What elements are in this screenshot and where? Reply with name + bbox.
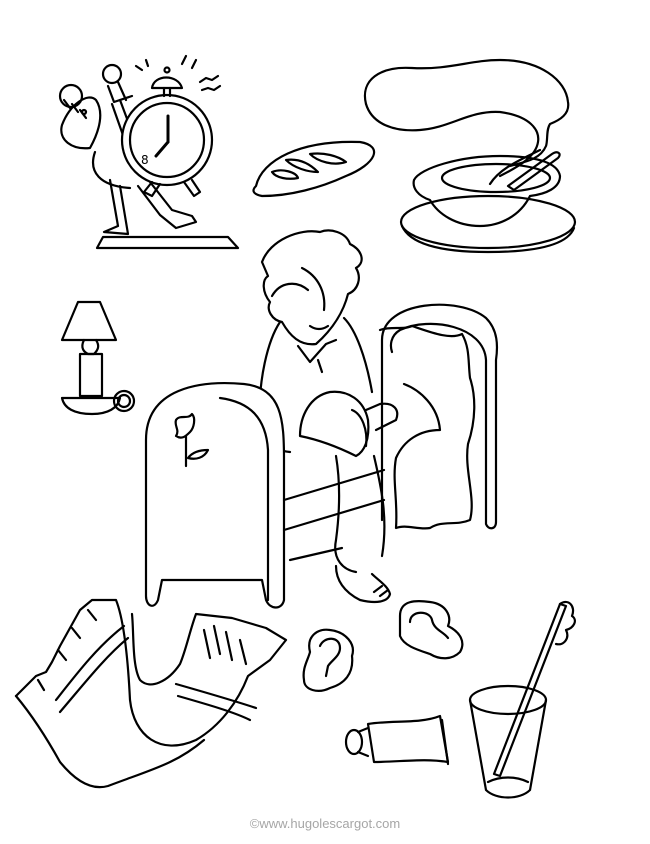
candle-lamp	[60, 300, 136, 416]
clock-numeral-8: 8	[141, 153, 149, 167]
alarm-clock-character: 8	[58, 54, 240, 250]
bed-footboard	[144, 382, 386, 609]
toothpaste-tube	[344, 714, 450, 766]
sock	[14, 598, 288, 789]
watermark-copyright: ©www.hugolescargot.com	[249, 816, 401, 831]
steaming-soup-bowl	[363, 58, 577, 254]
slippers	[302, 599, 464, 692]
boy-on-bed	[258, 229, 476, 604]
bread-loaf	[252, 140, 376, 198]
glass-with-toothbrush	[468, 600, 576, 799]
bed-back-frame	[380, 303, 499, 530]
